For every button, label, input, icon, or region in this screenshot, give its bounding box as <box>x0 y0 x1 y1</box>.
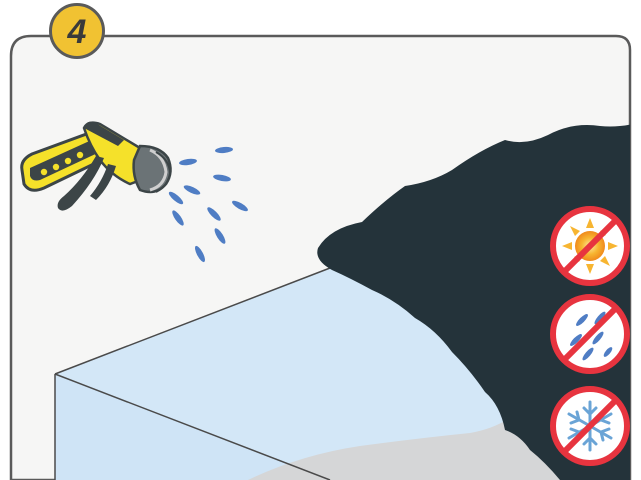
pool-cover-tarp <box>317 122 630 480</box>
water-drops <box>168 146 248 263</box>
no-snow-icon <box>550 386 630 466</box>
no-rain-icon <box>550 294 630 374</box>
garden-hose-spray-icon <box>20 121 172 211</box>
step-number-badge: 4 <box>49 3 105 59</box>
no-sun-icon <box>550 206 630 286</box>
step-number: 4 <box>67 12 87 51</box>
